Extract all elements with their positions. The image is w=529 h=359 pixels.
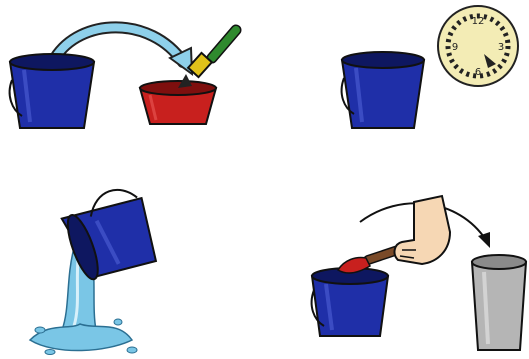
clock-icon: 12 3 6 9 <box>438 6 518 86</box>
panel-step-2: 12 3 6 9 <box>300 0 529 160</box>
clock-numeral-12: 12 <box>472 16 485 27</box>
bucket-icon <box>312 268 388 336</box>
panel-step-4 <box>290 180 529 359</box>
clock-numeral-9: 9 <box>452 42 458 53</box>
paint-pot-icon <box>140 81 216 124</box>
bucket-icon <box>10 54 94 128</box>
grey-bin-icon <box>472 255 526 350</box>
hand-icon <box>395 196 450 264</box>
panel-step-1 <box>0 0 260 160</box>
clock-numeral-3: 3 <box>498 42 504 53</box>
panel-step-3 <box>0 180 260 359</box>
clock-numeral-6: 6 <box>475 67 481 78</box>
bucket-icon <box>342 52 424 128</box>
